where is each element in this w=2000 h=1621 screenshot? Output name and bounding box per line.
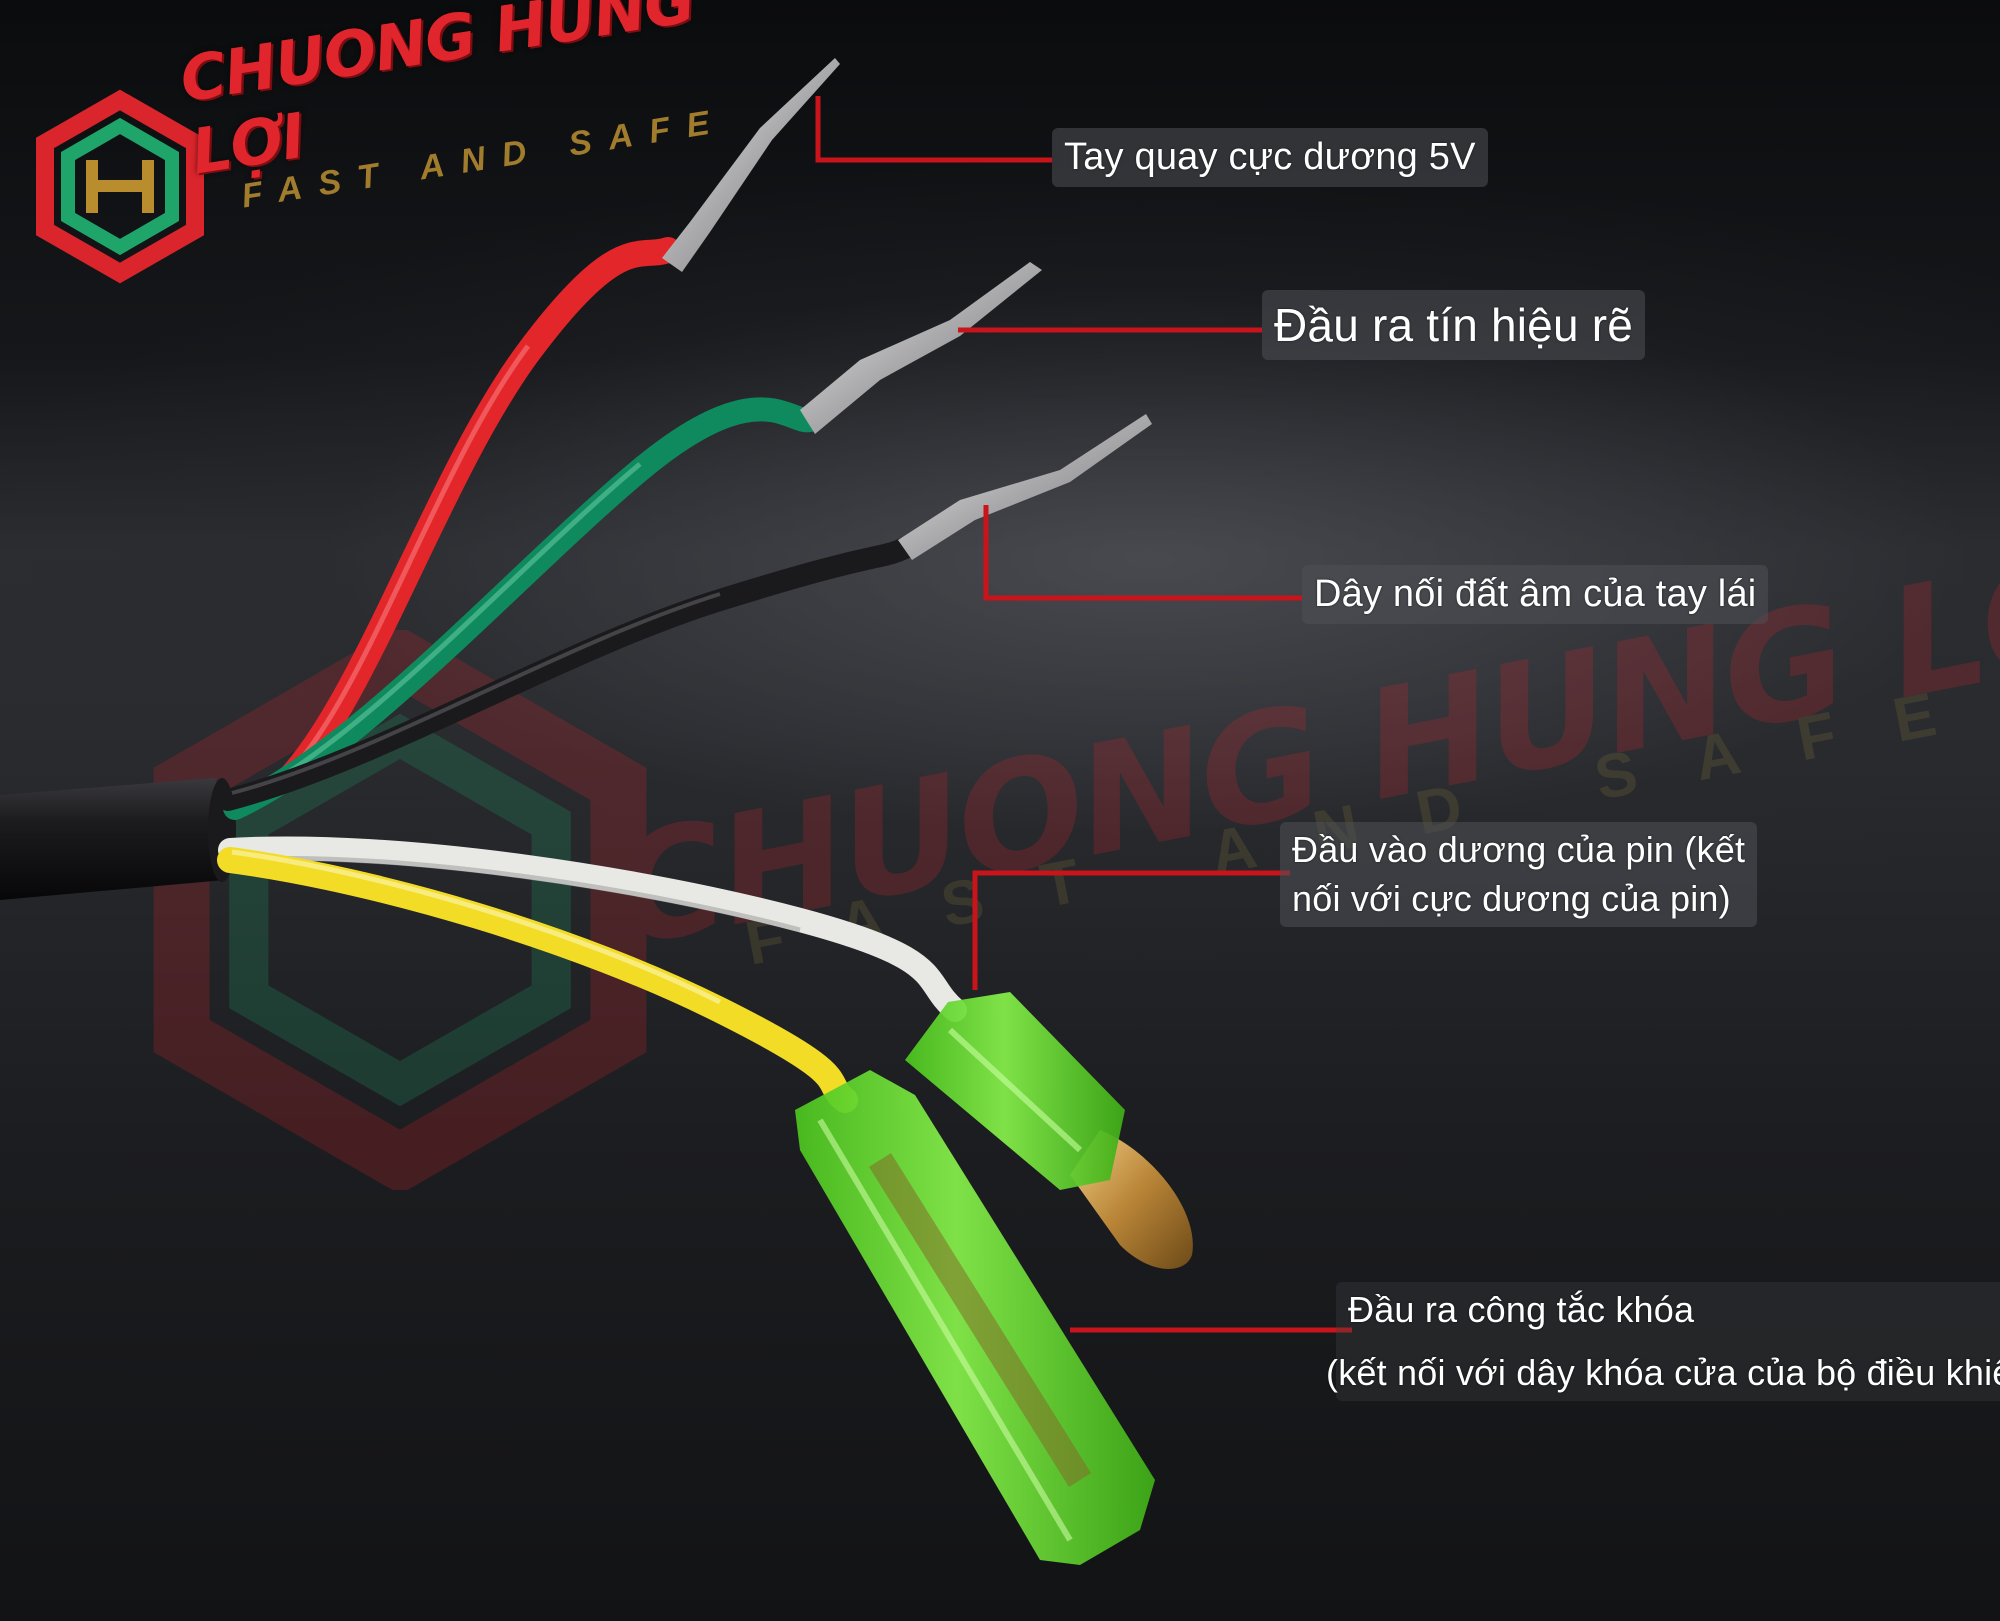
red-wire xyxy=(277,237,681,791)
black-wire-terminal xyxy=(898,414,1152,560)
label-text: Đầu ra tín hiệu rẽ xyxy=(1274,299,1634,351)
label-text-line-2: nối với cực dương của pin) xyxy=(1292,877,1731,919)
black-wire xyxy=(217,537,916,811)
red-wire-terminal xyxy=(662,58,840,272)
label-yellow-wire: Đầu ra công tắc khóa (kết nối với dây kh… xyxy=(1326,1282,2000,1402)
main-cable xyxy=(0,778,231,900)
black-wire-highlight xyxy=(231,592,721,795)
yellow-wire-highlight xyxy=(231,849,722,1005)
label-black-wire: Dây nối đất âm của tay lái xyxy=(1302,565,1769,625)
yellow-wire-connector xyxy=(795,1070,1155,1565)
leader-line-4 xyxy=(972,870,1290,990)
label-text: Tay quay cực dương 5V xyxy=(1064,136,1476,178)
label-text-line-1: Đầu ra công tắc khóa xyxy=(1348,1289,1695,1330)
white-wire-connector xyxy=(905,992,1193,1269)
leader-line-3 xyxy=(983,505,1302,601)
brand-logo-icon xyxy=(36,89,204,284)
red-wire-highlight xyxy=(290,344,531,772)
white-wire-shadow xyxy=(229,855,801,933)
yellow-wire xyxy=(217,847,858,1113)
label-text: Dây nối đất âm của tay lái xyxy=(1314,573,1757,615)
label-text-line-1: Đầu vào dương của pin (kết xyxy=(1292,829,1746,870)
label-red-wire: Tay quay cực dương 5V xyxy=(1052,128,1488,188)
green-wire-terminal xyxy=(800,262,1042,434)
leader-line-1 xyxy=(815,96,1052,163)
label-text-line-2: (kết nối với dây khóa cửa của bộ điều kh… xyxy=(1326,1351,2000,1393)
white-wire xyxy=(218,836,967,1022)
label-green-wire: Đầu ra tín hiệu rẽ xyxy=(1262,290,1646,361)
label-white-wire: Đầu vào dương của pin (kết nối với cực d… xyxy=(1280,822,1758,928)
green-wire xyxy=(223,397,822,820)
